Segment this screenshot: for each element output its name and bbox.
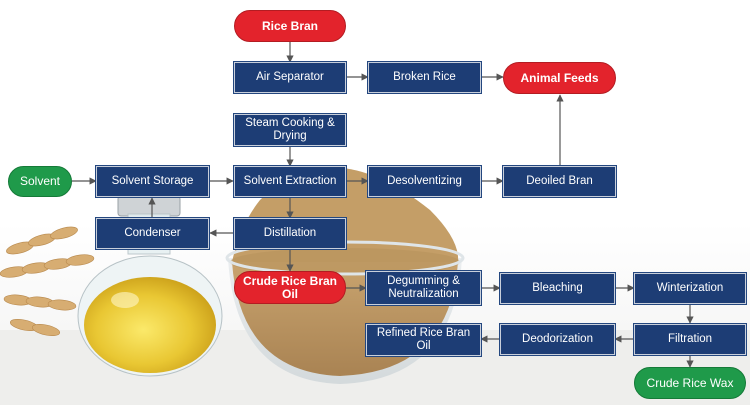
node-animal-feeds: Animal Feeds (503, 62, 616, 94)
node-solvent-extraction: Solvent Extraction (234, 166, 346, 197)
node-crude-rice-wax: Crude Rice Wax (634, 367, 746, 399)
node-crude-rice-bran-oil: Crude Rice Bran Oil (234, 271, 346, 304)
node-deoiled-bran: Deoiled Bran (503, 166, 616, 197)
node-refined-oil: Refined Rice Bran Oil (366, 324, 481, 356)
node-desolventizing: Desolventizing (368, 166, 481, 197)
node-deodorization: Deodorization (500, 324, 615, 355)
node-rice-bran: Rice Bran (234, 10, 346, 42)
wheat-stalks (0, 226, 95, 336)
node-condenser: Condenser (96, 218, 209, 249)
node-winterization: Winterization (634, 273, 746, 304)
node-air-separator: Air Separator (234, 62, 346, 93)
node-distillation: Distillation (234, 218, 346, 249)
node-bleaching: Bleaching (500, 273, 615, 304)
node-steam-cooking: Steam Cooking & Drying (234, 114, 346, 146)
node-degumming: Degumming & Neutralization (366, 271, 481, 305)
node-solvent: Solvent (8, 166, 72, 197)
oil-bottle (77, 195, 223, 377)
node-filtration: Filtration (634, 324, 746, 355)
node-broken-rice: Broken Rice (368, 62, 481, 93)
node-solvent-storage: Solvent Storage (96, 166, 209, 197)
